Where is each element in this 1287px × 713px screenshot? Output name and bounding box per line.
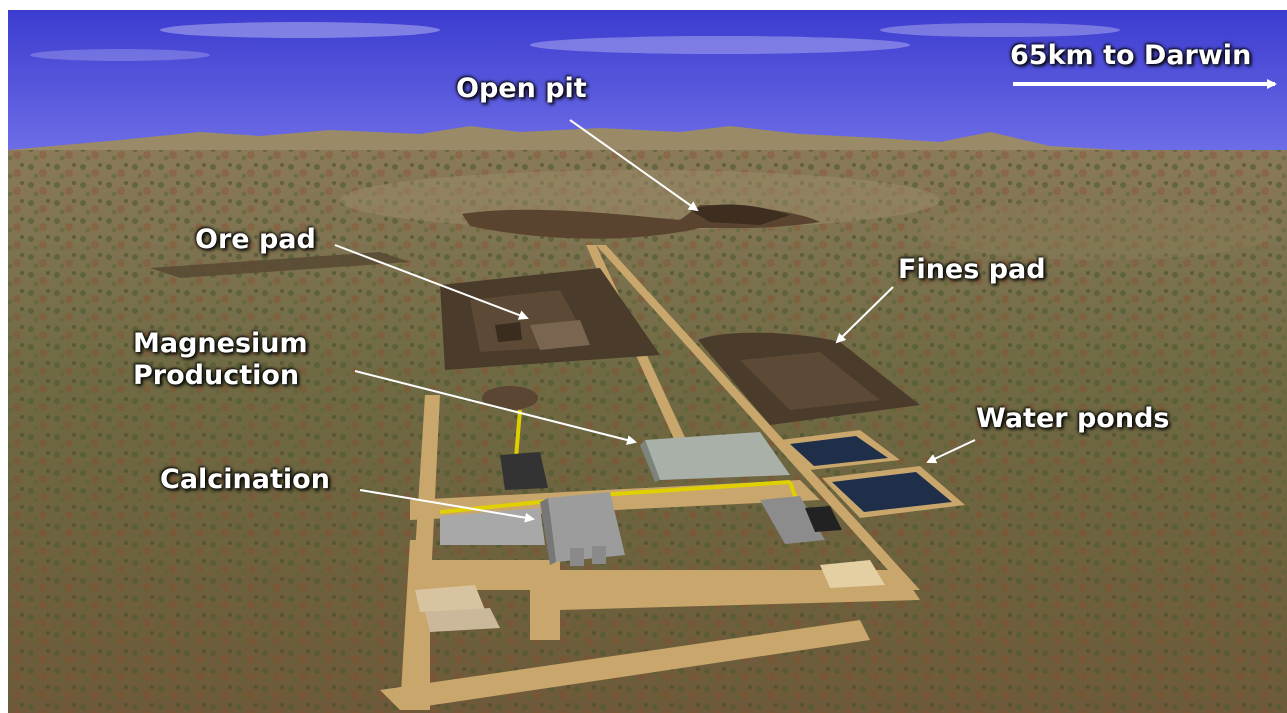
arrow-calcination <box>359 489 535 523</box>
arrow-open-pit <box>569 119 699 212</box>
label-water-ponds: Water ponds <box>976 403 1170 434</box>
callout-arrows <box>334 79 1277 523</box>
label-open-pit: Open pit <box>456 73 587 104</box>
label-ore-pad: Ore pad <box>195 224 316 255</box>
arrow-magnesium-production <box>354 370 637 445</box>
arrow-fines-pad <box>835 286 894 344</box>
label-fines-pad: Fines pad <box>898 254 1046 285</box>
haul-roads <box>380 245 920 710</box>
water-ponds <box>780 430 965 518</box>
label-calcination: Calcination <box>160 464 330 495</box>
magnesium-production-building <box>645 432 790 480</box>
label-distance: 65km to Darwin <box>1010 40 1252 71</box>
label-magnesium-production: Magnesium Production <box>133 328 308 391</box>
arrow-water-ponds <box>926 439 976 464</box>
arrow-ore-pad <box>334 244 529 320</box>
